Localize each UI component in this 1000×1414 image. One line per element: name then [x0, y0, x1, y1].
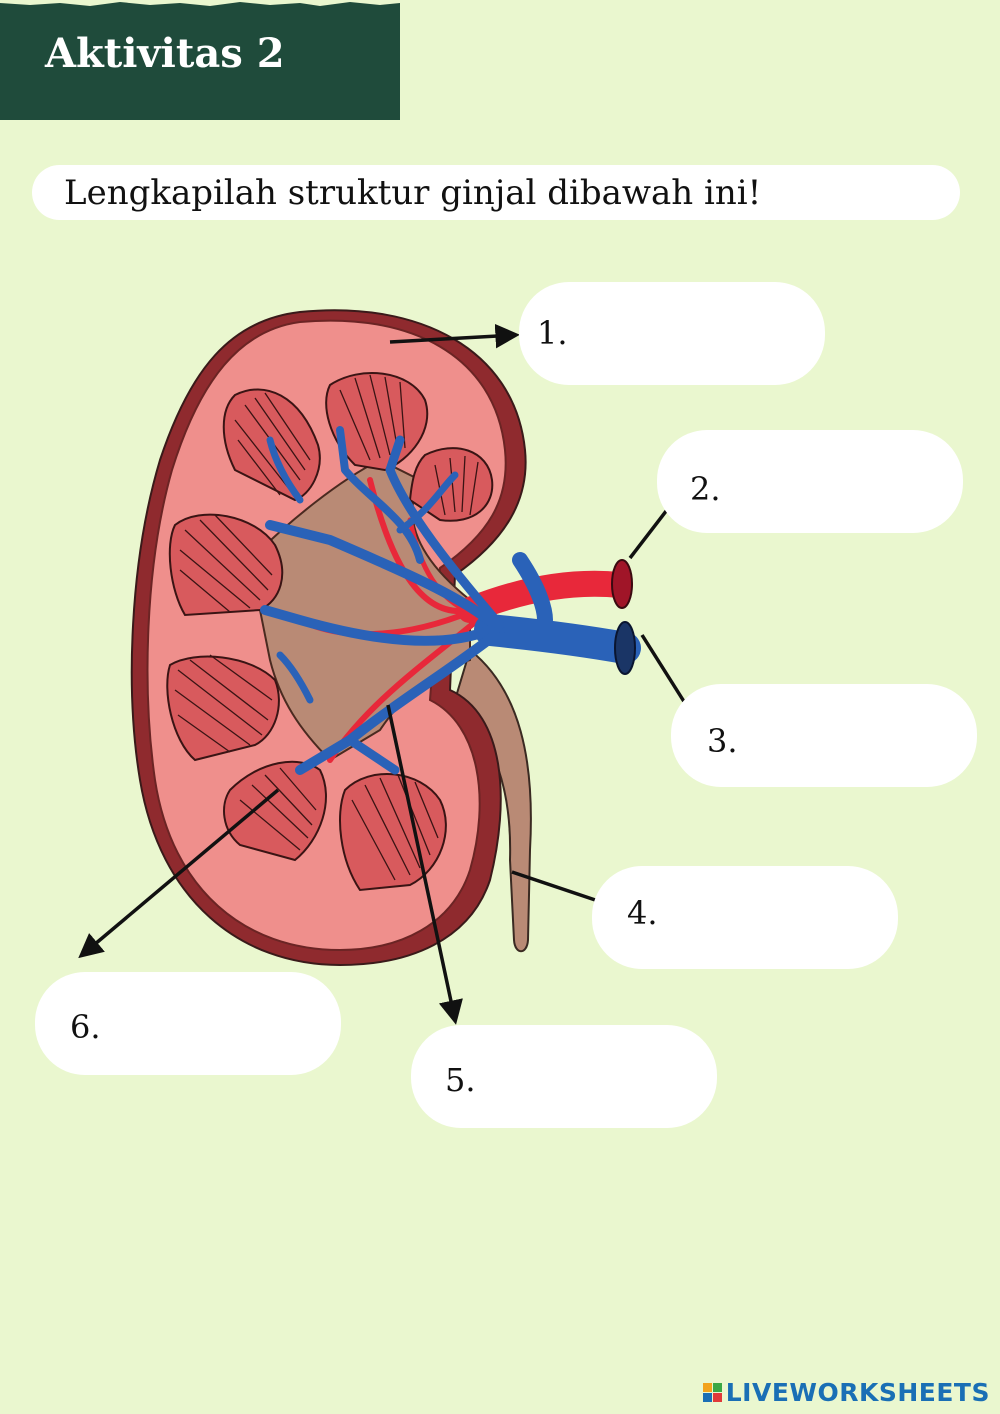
instruction-banner: Lengkapilah struktur ginjal dibawah ini!	[32, 165, 960, 220]
title-banner: Aktivitas 2	[0, 0, 400, 120]
answer-box-3: 3.	[671, 684, 977, 787]
brand-name: LIVEWORKSHEETS	[725, 1378, 990, 1407]
answer-input-2[interactable]	[737, 456, 951, 508]
arrow-6	[78, 788, 280, 959]
torn-edge	[0, 0, 400, 6]
answer-input-3[interactable]	[751, 710, 965, 762]
instruction-text: Lengkapilah struktur ginjal dibawah ini!	[64, 173, 762, 213]
liveworksheets-logo-icon	[702, 1383, 722, 1402]
answer-number-6: 6.	[70, 1008, 101, 1046]
answer-box-2: 2.	[657, 430, 963, 533]
answer-input-5[interactable]	[491, 1051, 705, 1103]
artery-opening	[611, 559, 633, 609]
answer-box-5: 5.	[411, 1025, 717, 1128]
answer-input-4[interactable]	[672, 892, 886, 944]
answer-number-3: 3.	[707, 722, 738, 760]
arrow-1	[389, 323, 520, 349]
answer-input-6[interactable]	[115, 998, 329, 1050]
arrow-5	[386, 704, 463, 1025]
vein-opening	[614, 621, 636, 675]
answer-number-2: 2.	[690, 470, 721, 508]
answer-number-5: 5.	[445, 1061, 476, 1099]
answer-box-6: 6.	[35, 972, 341, 1075]
pointer-arrows	[78, 323, 710, 1025]
answer-input-1[interactable]	[579, 308, 813, 360]
answer-number-4: 4.	[627, 894, 658, 932]
renal-vein	[260, 426, 641, 775]
answer-box-1: 1.	[519, 282, 825, 385]
answer-box-4: 4.	[592, 866, 898, 969]
brand-footer: LIVEWORKSHEETS	[702, 1378, 990, 1407]
answer-number-1: 1.	[537, 314, 568, 352]
page-title: Aktivitas 2	[45, 30, 285, 77]
